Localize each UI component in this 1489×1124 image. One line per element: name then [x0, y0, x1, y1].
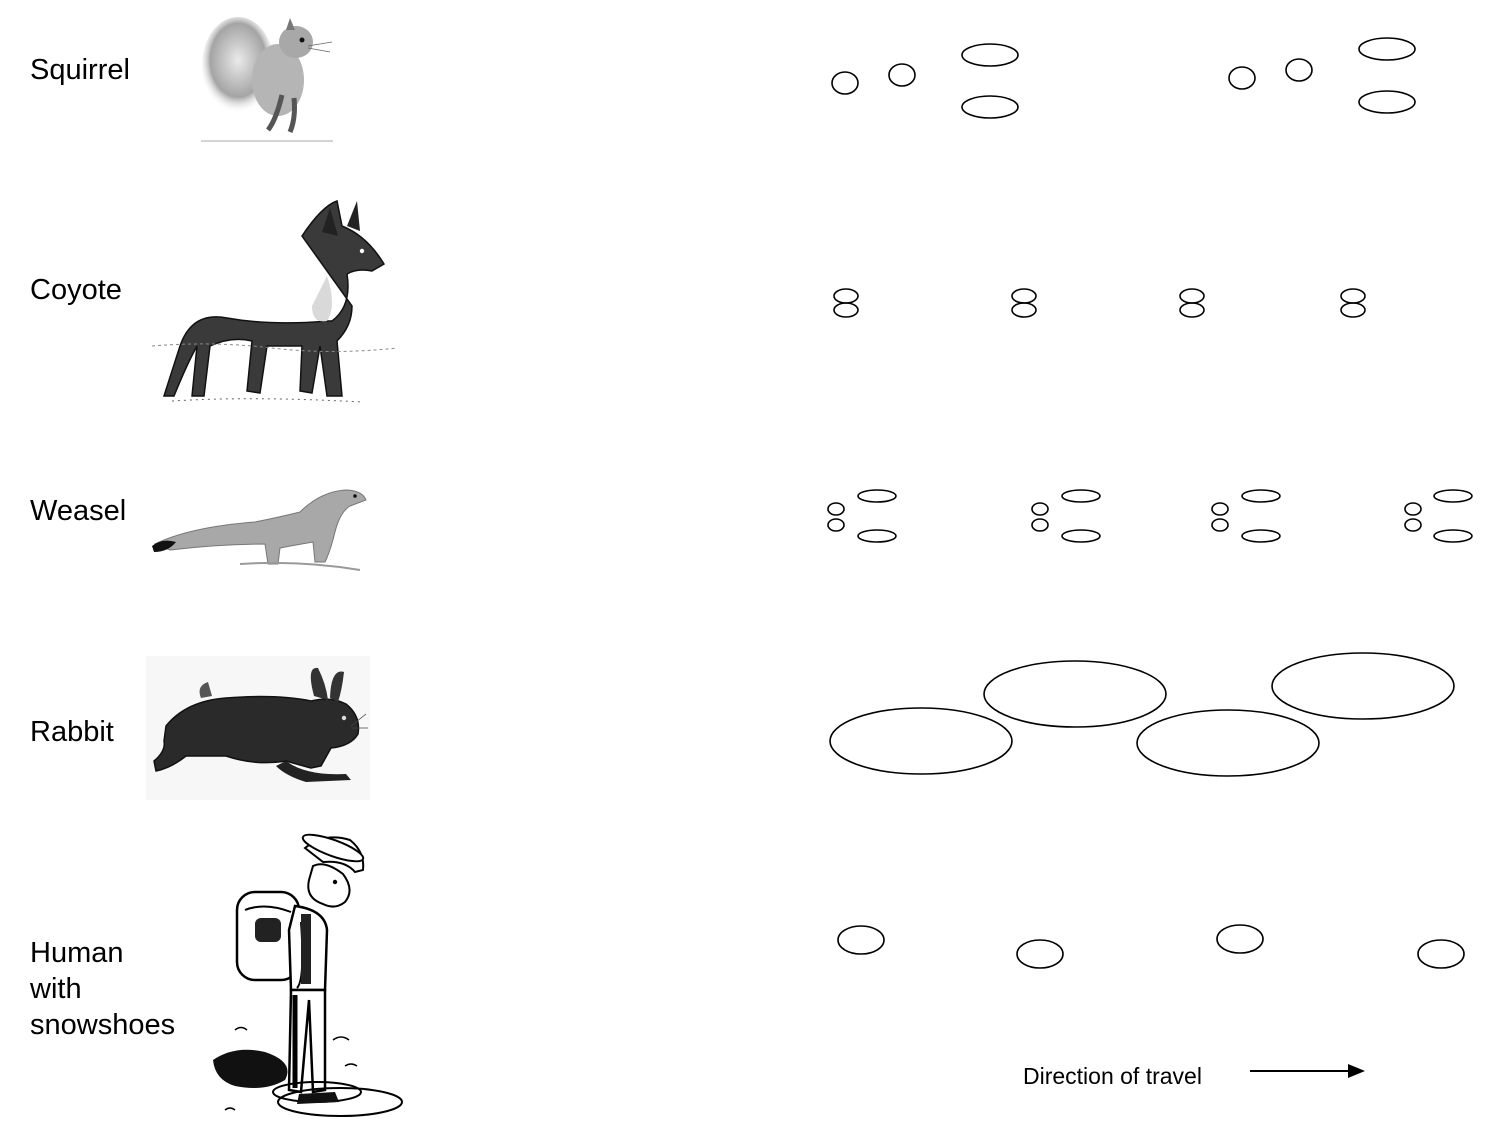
- track: [961, 95, 1019, 119]
- track: [857, 529, 897, 543]
- track: [827, 502, 845, 516]
- label-human-snowshoes: Human with snowshoes: [30, 937, 176, 1041]
- arrow-right-icon: [1250, 1064, 1365, 1078]
- track: [1061, 489, 1101, 503]
- rabbit-illustration: [146, 656, 370, 800]
- track: [888, 63, 916, 87]
- track: [837, 925, 885, 955]
- track: [857, 489, 897, 503]
- label-rabbit: Rabbit: [30, 716, 114, 748]
- hiker-with-snowshoes-illustration: [213, 833, 403, 1117]
- weasel-tracks: [827, 489, 1473, 543]
- track: [829, 707, 1013, 775]
- track: [1061, 529, 1101, 543]
- track: [1228, 66, 1256, 90]
- coyote-illustration: [152, 200, 397, 403]
- track: [1285, 58, 1313, 82]
- track: [831, 71, 859, 95]
- track: [833, 302, 859, 318]
- track: [1433, 489, 1473, 503]
- track: [1340, 302, 1366, 318]
- track: [1216, 924, 1264, 954]
- track: [1179, 288, 1205, 304]
- track: [1211, 502, 1229, 516]
- track: [1433, 529, 1473, 543]
- track: [1011, 288, 1037, 304]
- track: [1031, 502, 1049, 516]
- rabbit-tracks: [829, 652, 1455, 777]
- track: [827, 518, 845, 532]
- track: [1358, 37, 1416, 61]
- track: [983, 660, 1167, 728]
- track: [1136, 709, 1320, 777]
- track: [1211, 518, 1229, 532]
- squirrel-tracks: [831, 37, 1416, 119]
- direction-of-travel-label: Direction of travel: [1023, 1063, 1202, 1089]
- weasel-illustration: [152, 489, 367, 571]
- label-squirrel: Squirrel: [30, 54, 130, 86]
- track: [1011, 302, 1037, 318]
- track: [1271, 652, 1455, 720]
- human-snowshoe-tracks: [837, 924, 1465, 969]
- track: [1241, 529, 1281, 543]
- track: [1404, 518, 1422, 532]
- label-coyote: Coyote: [30, 274, 122, 306]
- track: [1031, 518, 1049, 532]
- track: [961, 43, 1019, 67]
- coyote-tracks: [833, 288, 1366, 318]
- track: [1404, 502, 1422, 516]
- track: [1358, 90, 1416, 114]
- track: [1241, 489, 1281, 503]
- track: [1417, 939, 1465, 969]
- track: [1340, 288, 1366, 304]
- track: [1179, 302, 1205, 318]
- track: [833, 288, 859, 304]
- label-weasel: Weasel: [30, 495, 127, 527]
- track: [1016, 939, 1064, 969]
- squirrel-illustration: [201, 17, 333, 142]
